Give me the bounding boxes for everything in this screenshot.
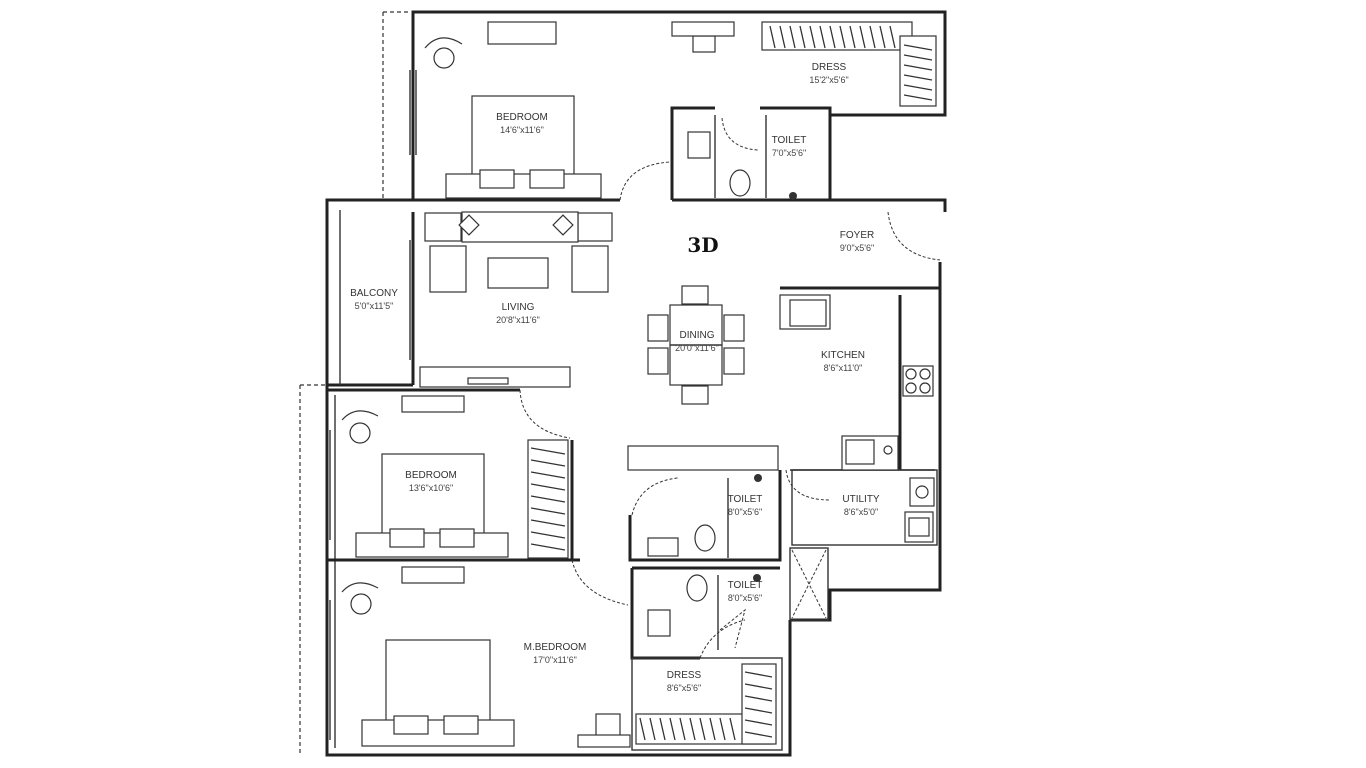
dress-top-wardrobe [761, 21, 937, 107]
room-size: 7'0"x5'6" [772, 148, 806, 158]
room-name: M.BEDROOM [524, 642, 587, 653]
bedroom-top-furniture [424, 21, 735, 199]
room-name: KITCHEN [821, 350, 865, 361]
room-name: DRESS [812, 62, 847, 73]
room-name: UTILITY [842, 494, 880, 505]
room-name: TOILET [772, 135, 807, 146]
plan-badge: 3D [687, 233, 718, 257]
room-name: BEDROOM [496, 112, 548, 123]
interior-walls [327, 106, 945, 751]
room-name: BALCONY [350, 288, 398, 299]
dining-table [647, 285, 745, 405]
room-size: 20'0"x11'6" [675, 343, 719, 353]
room-size: 14'6"x11'6" [500, 125, 544, 135]
room-name: TOILET [728, 580, 763, 591]
toilet-mid-fixtures [647, 474, 762, 557]
room-size: 8'6"x11'0" [824, 363, 863, 373]
kitchen-fixtures [779, 294, 934, 471]
utility-fixtures [904, 477, 935, 543]
room-size: 8'0"x5'6" [728, 593, 762, 603]
room-name: BEDROOM [405, 470, 457, 481]
room-size: 8'0"x5'6" [728, 507, 762, 517]
room-labels: 3D BEDROOM 14'6"x11'6" DRESS 15'2"x5'6" … [350, 62, 880, 693]
room-name: TOILET [728, 494, 763, 505]
room-size: 8'6"x5'0" [844, 507, 878, 517]
room-size: 20'8"x11'6" [496, 315, 540, 325]
dress-low-wardrobe [635, 663, 777, 745]
toilet-top-fixtures [687, 131, 797, 200]
room-name: FOYER [840, 230, 874, 241]
m-bedroom-furniture [341, 566, 631, 748]
room-size: 17'0"x11'6" [533, 655, 577, 665]
room-name: DINING [680, 330, 715, 341]
room-name: DRESS [667, 670, 702, 681]
room-size: 8'6"x5'6" [667, 683, 701, 693]
windows [329, 70, 417, 740]
room-size: 13'6"x10'6" [409, 483, 453, 493]
bedroom-mid-furniture [341, 395, 569, 559]
room-size: 5'0"x11'5" [355, 301, 394, 311]
doors [519, 117, 941, 659]
room-name: LIVING [502, 302, 535, 313]
room-size: 9'0"x5'6" [840, 243, 874, 253]
living-furniture [424, 211, 613, 385]
room-size: 15'2"x5'6" [809, 75, 848, 85]
toilet-low-fixtures [647, 574, 761, 637]
